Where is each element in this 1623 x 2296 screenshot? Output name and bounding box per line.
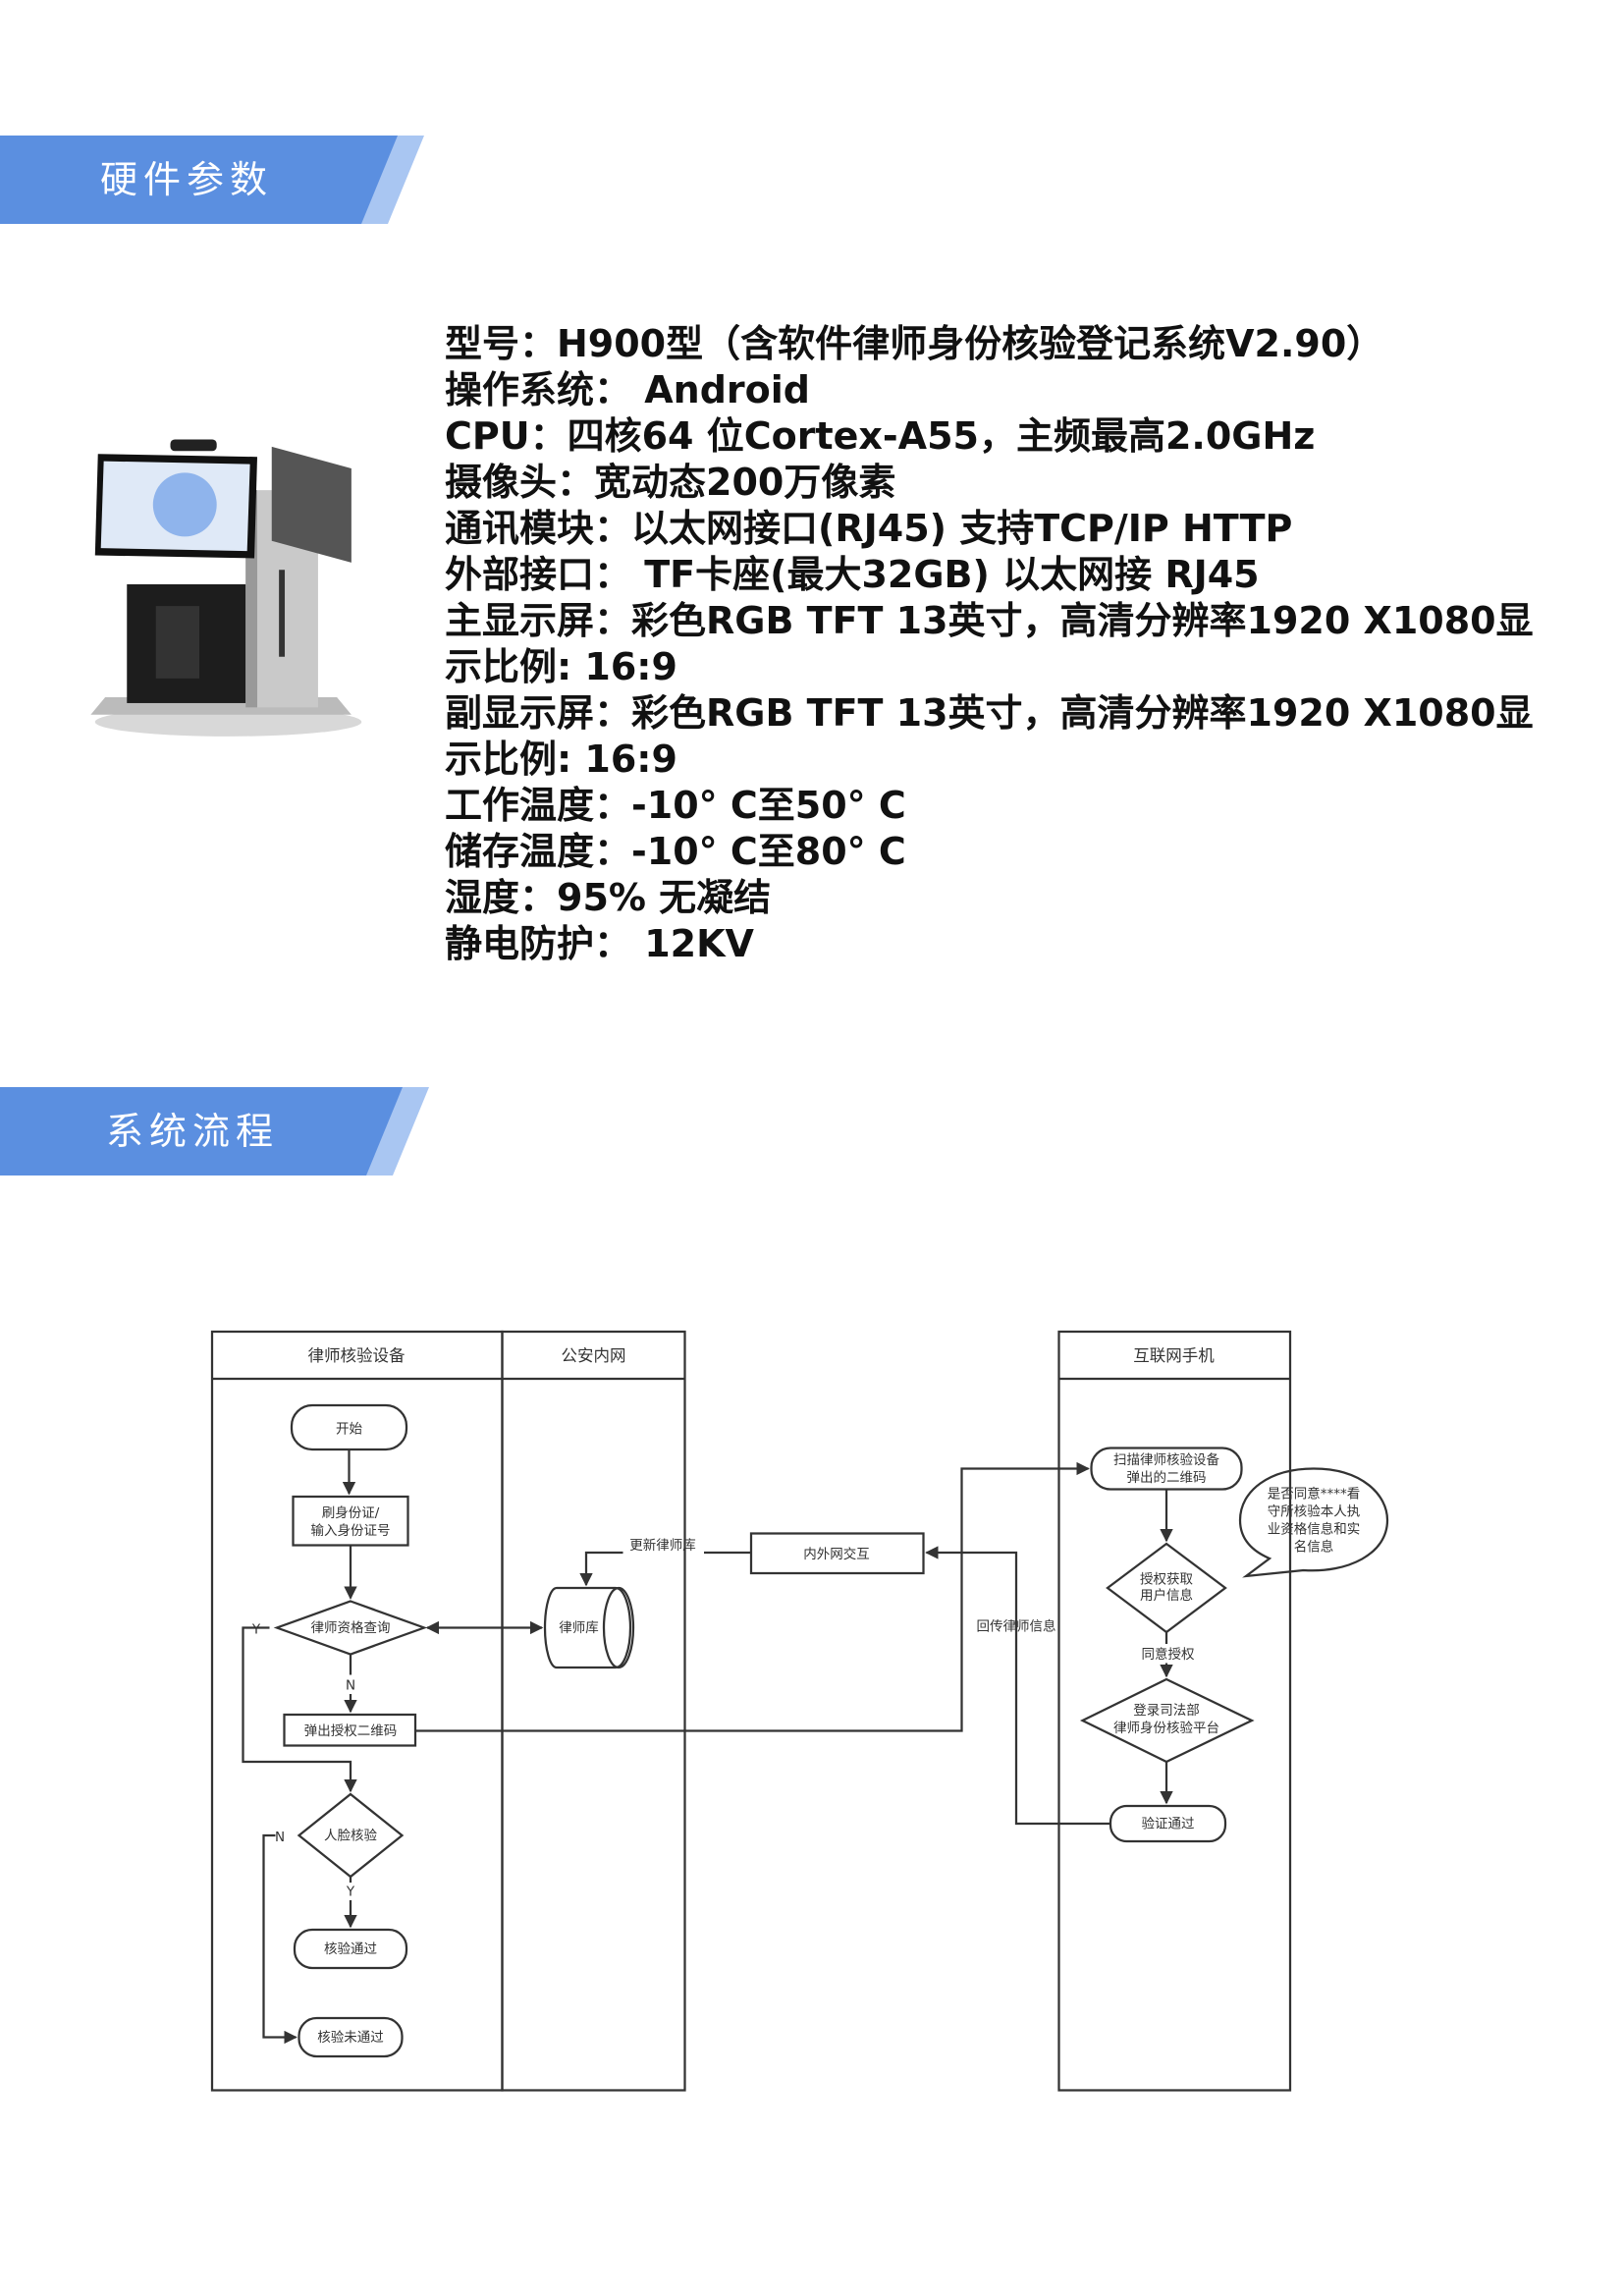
lane-device [210,1330,504,2092]
node-label: 核验未通过 [317,2030,384,2046]
node-label: 弹出授权二维码 [304,1722,398,1739]
bubble-text: 名信息 [1294,1539,1334,1556]
section-banner-process: 系统流程 [0,1087,432,1175]
banner-shape [0,1087,429,1175]
spec-cpu: CPU：四核64 位Cortex-A55，主频最高2.0GHz [445,414,1316,458]
node-label: 扫描律师核验设备 [1113,1451,1219,1468]
section-title: 硬件参数 [100,158,274,201]
node-label: 弹出的二维码 [1127,1470,1207,1486]
bubble-text: 业资格信息和实 [1268,1521,1361,1538]
node-label: 核验通过 [324,1941,377,1957]
edge-label: N [275,1830,285,1845]
bubble-text: 是否同意****看 [1268,1486,1361,1503]
hardware-specs: 型号：H900型（含软件律师身份核验登记系统V2.90） 操作系统： Andro… [445,321,1534,967]
spec-storage-temp: 储存温度：-10° C至80° C [445,830,906,873]
node-label: 授权获取 [1140,1571,1193,1588]
node-label: 验证通过 [1142,1817,1195,1832]
edge-label: 同意授权 [1142,1646,1195,1663]
lane-phone [1057,1330,1292,2092]
lane-police [501,1330,686,2092]
spec-sub-display: 副显示屏：彩色RGB TFT 13英寸，高清分辨率1920 X1080显 [445,691,1534,735]
system-flowchart: 律师核验设备 公安内网 互联网手机 开始 刷身份证/ 输入身份证号 律师资格查询… [210,1330,1389,2092]
device-image [90,439,362,737]
edge-label: N [346,1678,355,1694]
node-label: 律师库 [559,1620,599,1636]
edge-label: 回传律师信息 [977,1618,1056,1635]
spec-work-temp: 工作温度：-10° C至50° C [445,784,906,827]
node-fail [298,2016,404,2058]
spec-os: 操作系统： Android [445,368,810,411]
section-title: 系统流程 [106,1110,280,1153]
lane-title: 律师核验设备 [308,1346,406,1365]
node-pass [293,1928,408,1970]
spec-comm: 通讯模块：以太网接口(RJ45) 支持TCP/IP HTTP [445,507,1293,550]
spec-main-display-ratio: 示比例: 16:9 [445,645,677,688]
spec-camera: 摄像头：宽动态200万像素 [445,461,896,504]
spec-humidity: 湿度：95% 无凝结 [445,876,772,919]
edge-label: Y [251,1622,261,1638]
section-banner-hardware: 硬件参数 [0,136,432,224]
spec-esd: 静电防护： 12KV [445,922,754,965]
lane-title: 互联网手机 [1133,1346,1215,1365]
lane-title: 公安内网 [562,1346,626,1365]
bubble-text: 守所核验本人执 [1268,1504,1361,1520]
node-label: 人脸核验 [324,1829,377,1844]
node-verified [1109,1804,1227,1843]
node-label: 输入身份证号 [311,1523,391,1539]
spec-main-display: 主显示屏：彩色RGB TFT 13英寸，高清分辨率1920 X1080显 [445,599,1534,642]
spec-model: 型号：H900型（含软件律师身份核验登记系统V2.90） [445,322,1384,365]
banner-shape [0,136,424,224]
node-label: 刷身份证/ [322,1505,380,1521]
node-label: 内外网交互 [803,1546,870,1562]
node-label: 开始 [336,1422,362,1438]
spec-sub-display-ratio: 示比例: 16:9 [445,738,677,781]
edge-label: Y [346,1885,355,1900]
spec-ports: 外部接口： TF卡座(最大32GB) 以太网接 RJ45 [445,553,1260,596]
node-label: 律师资格查询 [311,1620,391,1636]
node-label: 登录司法部 [1133,1703,1200,1719]
speech-bubble [1238,1467,1389,1578]
edge-label: 更新律师库 [629,1538,696,1554]
node-label: 律师身份核验平台 [1113,1721,1219,1736]
node-label: 用户信息 [1140,1587,1193,1604]
